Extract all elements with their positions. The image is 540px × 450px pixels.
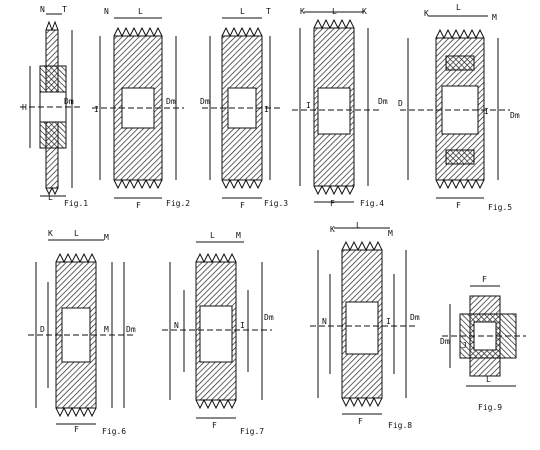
- figure-7: [162, 241, 272, 419]
- fig3-label-e: F: [240, 201, 245, 210]
- fig8-label-f: Dm: [410, 313, 420, 322]
- fig5-label-g: F: [456, 201, 461, 210]
- fig8-label-d: N: [322, 317, 327, 326]
- fig3-label-b: T: [266, 7, 271, 16]
- fig5-caption: Fig.5: [488, 203, 512, 212]
- fig3-label-c: Dm: [200, 97, 210, 106]
- fig5-label-a: K: [424, 9, 429, 18]
- fig1-label-e: L: [48, 193, 53, 202]
- figure-3: [202, 17, 280, 199]
- fig2-label-c: I: [94, 105, 99, 114]
- fig6-label-a: K: [48, 229, 53, 238]
- figure-2: [92, 17, 184, 199]
- figure-4: [292, 11, 380, 203]
- fig2-label-d: Dm: [166, 97, 176, 106]
- fig5-label-c: M: [492, 13, 497, 22]
- fig8-label-c: M: [388, 229, 393, 238]
- figure-6: [28, 239, 136, 425]
- fig4-label-c: K: [362, 7, 367, 16]
- fig5-label-b: L: [456, 3, 461, 12]
- figure-8: [310, 227, 418, 415]
- fig5-label-d: D: [398, 99, 403, 108]
- fig5-label-f: Dm: [510, 111, 520, 120]
- fig4-caption: Fig.4: [360, 199, 384, 208]
- fig5-label-e: I: [484, 107, 489, 116]
- fig3-label-d: I: [264, 105, 269, 114]
- fig9-caption: Fig.9: [478, 403, 502, 412]
- fig4-label-d: I: [306, 101, 311, 110]
- fig7-label-f: F: [212, 421, 217, 430]
- figure-9: [442, 285, 526, 387]
- fig7-label-d: I: [240, 321, 245, 330]
- fig7-label-a: L: [210, 231, 215, 240]
- fig1-label-c: H: [22, 103, 27, 112]
- fig4-label-b: L: [332, 7, 337, 16]
- fig8-label-g: F: [358, 417, 363, 426]
- fig9-label-d: L: [486, 375, 491, 384]
- fig1-caption: Fig.1: [64, 199, 88, 208]
- fig2-label-a: N: [104, 7, 109, 16]
- fig9-label-b: Dm: [440, 337, 450, 346]
- fig6-label-f: Dm: [126, 325, 136, 334]
- fig6-label-d: D: [40, 325, 45, 334]
- fig7-label-b: M: [236, 231, 241, 240]
- fig7-label-e: Dm: [264, 313, 274, 322]
- fig4-label-e: Dm: [378, 97, 388, 106]
- fig4-label-a: K: [300, 7, 305, 16]
- figure-5: [400, 15, 510, 199]
- fig7-label-c: N: [174, 321, 179, 330]
- fig6-label-e: M: [104, 325, 109, 334]
- fig8-label-e: I: [386, 317, 391, 326]
- fig3-caption: Fig.3: [264, 199, 288, 208]
- fig6-label-c: M: [104, 233, 109, 242]
- fig6-label-b: L: [74, 229, 79, 238]
- fig6-label-g: F: [74, 425, 79, 434]
- fig8-label-a: K: [330, 225, 335, 234]
- fig9-label-a: F: [482, 275, 487, 284]
- fig4-label-f: F: [330, 199, 335, 208]
- fig9-label-c: J: [462, 341, 467, 350]
- fig1-label-d: Dm: [64, 97, 74, 106]
- fig8-caption: Fig.8: [388, 421, 412, 430]
- fig6-caption: Fig.6: [102, 427, 126, 436]
- fig2-label-b: L: [138, 7, 143, 16]
- figure-1: [20, 13, 82, 197]
- fig8-label-b: L: [356, 221, 361, 230]
- fig7-caption: Fig.7: [240, 427, 264, 436]
- fig2-caption: Fig.2: [166, 199, 190, 208]
- fig2-label-e: F: [136, 201, 141, 210]
- fig1-label-a: N: [40, 5, 45, 14]
- fig1-label-b: T: [62, 5, 67, 14]
- fig3-label-a: L: [240, 7, 245, 16]
